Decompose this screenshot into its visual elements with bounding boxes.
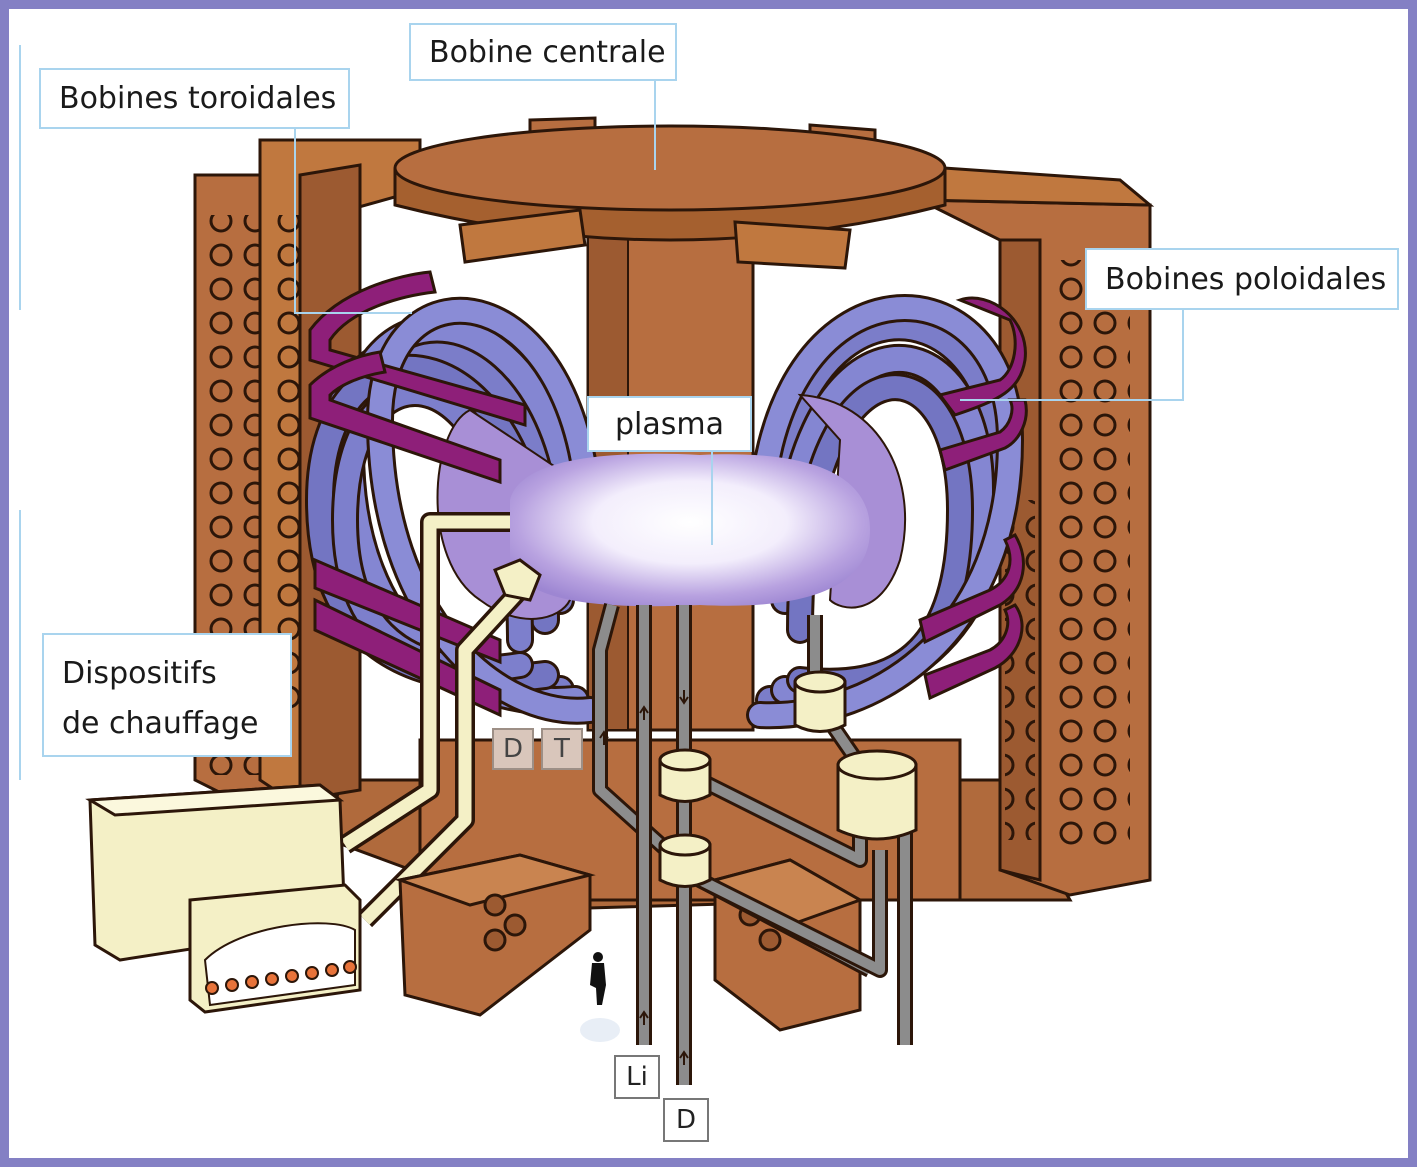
top-cap — [393, 116, 947, 270]
leader-bobines-poloidales — [960, 309, 1184, 401]
label-bobines-toroidales: Bobines toroidales — [39, 68, 350, 129]
fuel-canisters — [658, 670, 918, 888]
poloidal-coils — [308, 270, 1028, 718]
arrow-up-icon — [679, 1050, 689, 1065]
label-text: Bobines poloidales — [1105, 261, 1387, 297]
arrow-up-icon — [639, 1010, 649, 1025]
tag-deuterium: D — [492, 728, 534, 770]
label-text-line1: Dispositifs — [62, 656, 217, 691]
heating-system — [85, 512, 542, 1014]
label-text: Bobines toroidales — [59, 81, 337, 116]
heater-elements — [205, 960, 357, 995]
label-text-line2: de chauffage — [62, 706, 259, 741]
flow-arrows — [599, 690, 689, 1065]
arrow-up-icon — [599, 730, 609, 745]
tag-lithium-inlet: Li — [614, 1055, 660, 1099]
callout-lines — [19, 45, 1184, 780]
label-dispositifs-de-chauffage: Dispositifs de chauffage — [42, 633, 292, 757]
leader-bobines-toroidales — [294, 128, 412, 314]
human-scale-figure — [580, 952, 620, 1042]
label-text: plasma — [615, 406, 724, 442]
tag-tritium: T — [541, 728, 583, 770]
tag-deuterium-inlet: D — [663, 1098, 709, 1142]
label-plasma: plasma — [587, 396, 752, 452]
label-text: Bobine centrale — [429, 34, 666, 70]
arrow-up-icon — [639, 705, 649, 720]
arrow-down-icon — [679, 690, 689, 705]
label-bobines-poloidales: Bobines poloidales — [1085, 248, 1399, 310]
label-bobine-centrale: Bobine centrale — [409, 23, 677, 81]
